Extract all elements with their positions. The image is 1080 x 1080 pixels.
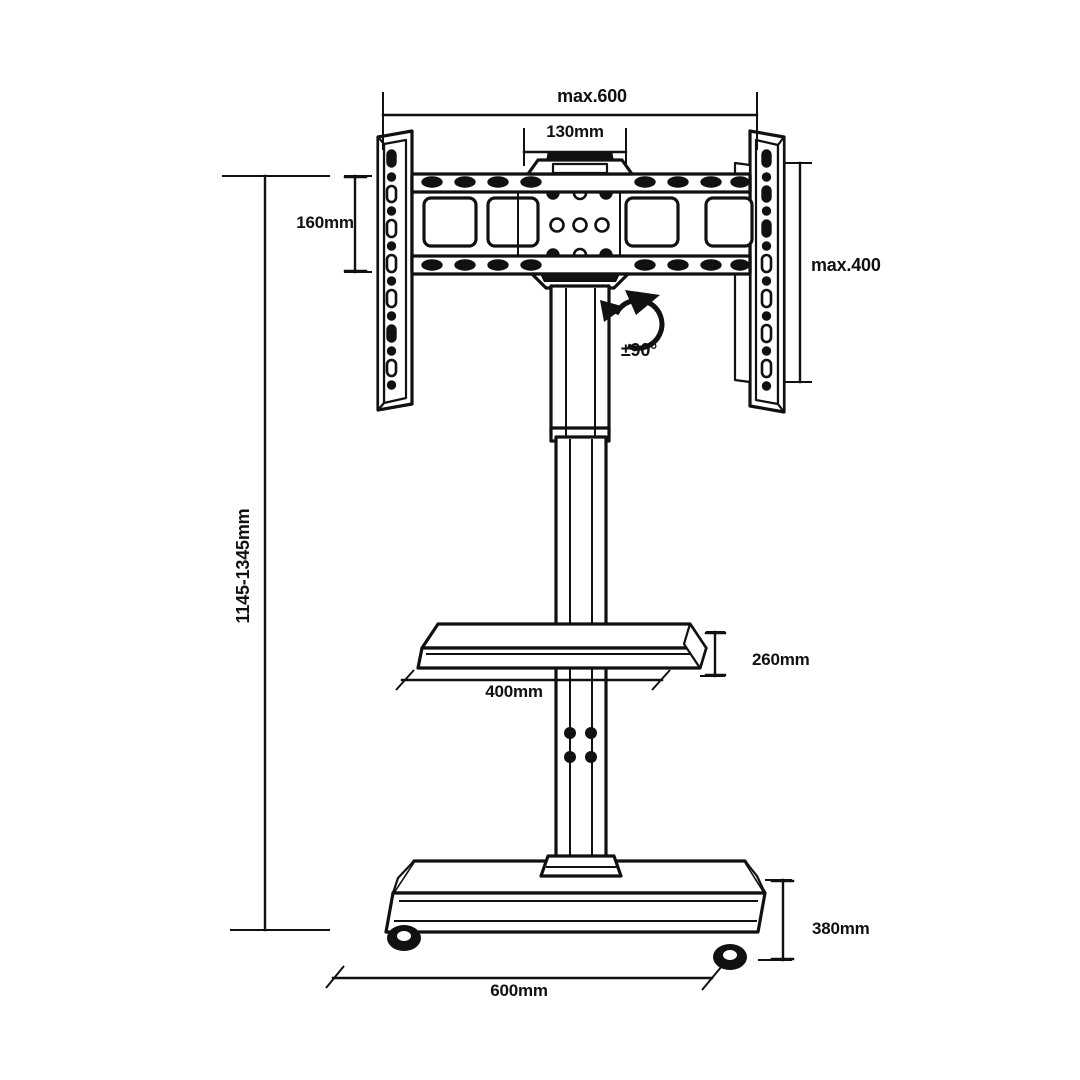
label-600mm: 600mm [490,981,548,1000]
media-shelf [416,622,708,670]
vertical-mounting-rail-right [733,129,786,414]
cross-bar-upper-holes [421,176,750,188]
rail-right-slots [760,149,773,391]
dimension-130mm [522,128,628,166]
label-130mm: 130mm [546,122,604,141]
label-max-400: max.400 [811,255,881,275]
dimension-base-width-600 [325,965,723,991]
label-380mm: 380mm [812,919,870,938]
label-160mm: 160mm [296,213,354,232]
label-max-600: max.600 [557,86,627,106]
cross-bar-lower-holes [421,259,750,271]
dimension-shelf-width-400 [395,669,671,691]
horizontal-cross-bar-lower [410,254,752,276]
telescoping-column-upper [549,284,611,436]
base-plate [384,854,767,934]
dimension-max-400 [784,161,812,384]
label-400mm: 400mm [485,682,543,701]
swivel-rotation-icon [600,290,665,351]
column-hole-pattern [564,727,597,763]
horizontal-cross-bar-upper [410,172,752,194]
label-total-height: 1145-1345mm [233,509,253,624]
dimension-max-600 [381,92,759,150]
label-260mm: 260mm [752,650,810,669]
caster-wheels [387,925,747,970]
dimension-160mm [343,174,372,274]
dimension-base-depth-380 [758,878,795,962]
dimension-total-height [222,174,330,932]
vertical-mounting-rail-left [376,129,422,412]
rail-left-slots [385,149,398,390]
label-swivel-angle: ±90° [621,340,657,360]
top-clamp-block [526,151,634,176]
dimension-shelf-depth-260 [700,630,727,678]
